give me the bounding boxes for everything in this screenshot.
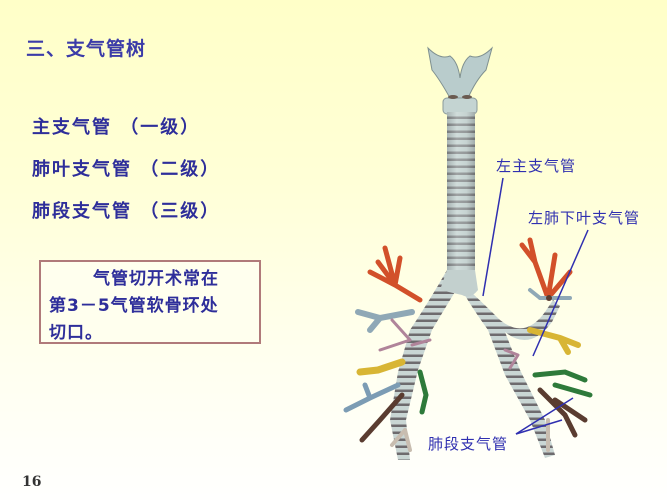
note-line-3: 切口。 [49, 323, 103, 343]
level-item-tertiary: 肺段支气管 （三级） [32, 201, 221, 222]
level-item-primary: 主支气管 （一级） [32, 117, 201, 138]
slide-title: 三、支气管树 [26, 38, 147, 60]
level-item-secondary: 肺叶支气管 （二级） [32, 159, 221, 180]
bronchus-level-list: 主支气管 （一级） 肺叶支气管 （二级） 肺段支气管 （三级） [32, 113, 220, 239]
tracheotomy-note-box: 气管切开术常在 第3－5气管软骨环处 切口。 [39, 260, 261, 344]
label-left-main-bronchus: 左主支气管 [496, 157, 577, 175]
note-line-2: 第3－5气管软骨环处 [49, 296, 219, 316]
label-segmental-bronchus: 肺段支气管 [428, 435, 509, 453]
label-left-lower-lobe-bronchus: 左肺下叶支气管 [528, 209, 641, 227]
note-line-1: 气管切开术常在 [93, 269, 219, 289]
page-number: 16 [22, 474, 42, 490]
